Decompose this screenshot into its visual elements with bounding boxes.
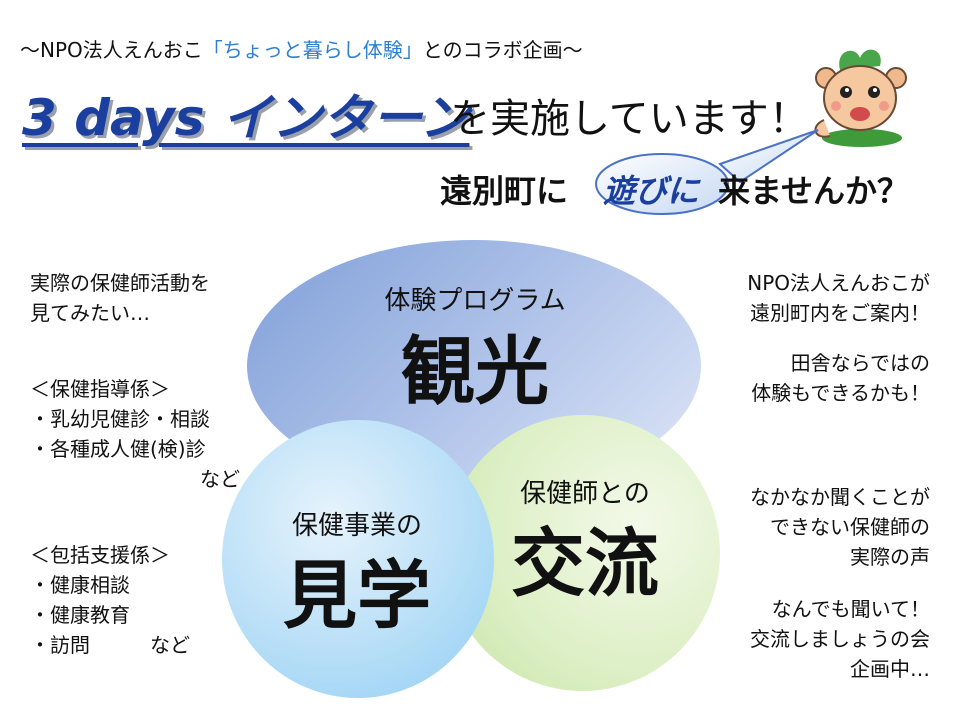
circle-right-small: 保健師との [520,479,650,509]
circle-right-big: 交流 [511,521,659,607]
subtitle-prefix: 〜NPO法人えんおこ [20,38,203,62]
circle-top-big: 観光 [401,329,549,415]
right-kouryu: なんでも聞いて！ 交流しましょうの会 企画中… [750,597,930,681]
circle-top-small: 体験プログラム [384,286,566,316]
subtitle-suffix: とのコラボ企画〜 [422,38,583,62]
tagline-right: 来ませんか？ [718,172,910,210]
right-voice: なかなか聞くことが できない保健師の 実際の声 [750,485,930,569]
left-houkatsu-list: ＜包括支援係＞ ・健康相談 ・健康教育 ・訪問 など [30,543,190,657]
subtitle-highlight: 「ちょっと暮らし体験」 [202,38,423,62]
tagline-bubble: 遊びに [603,172,700,210]
headline-rest: を実施しています！ [450,96,809,142]
mascot-icon [814,49,907,147]
subtitle: 〜NPO法人えんおこ「ちょっと暮らし体験」とのコラボ企画〜 [20,34,583,63]
left-hoken-list: ＜保健指導係＞ ・乳幼児健診・相談 ・各種成人健(検)診 など [30,377,240,491]
headline-main: 3 days インターン [22,89,470,147]
right-npo: NPO法人えんおこが 遠別町内をご案内！ [747,271,930,325]
circle-left-big: 見学 [283,553,431,639]
right-inaka: 田舎ならではの 体験もできるかも！ [751,351,930,405]
tagline: 遠別町に 来ませんか？ [440,166,909,212]
left-intro: 実際の保健師活動を 見てみたい… [30,271,210,325]
tagline-left: 遠別町に [440,172,569,210]
circle-left-small: 保健事業の [291,511,422,541]
circle-observation [222,420,494,698]
speech-bubble-icon [595,129,819,215]
